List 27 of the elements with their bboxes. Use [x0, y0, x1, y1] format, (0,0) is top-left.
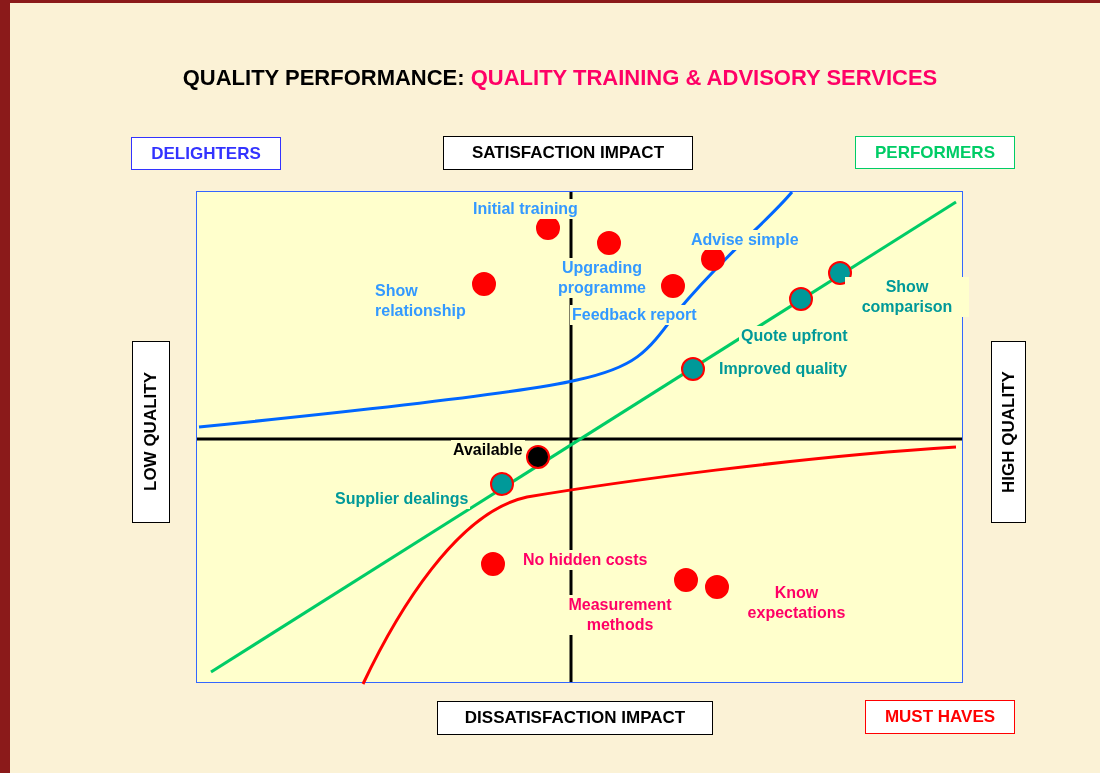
data-point [526, 445, 550, 469]
data-point [472, 272, 496, 296]
quadrant-label-box: SATISFACTION IMPACT [443, 136, 693, 170]
point-label: Show comparison [845, 277, 969, 317]
quadrant-label-box: DELIGHTERS [131, 137, 281, 170]
data-point [681, 357, 705, 381]
quadrant-label-box: MUST HAVES [865, 700, 1015, 734]
point-label: Initial training [471, 199, 580, 219]
data-point [705, 575, 729, 599]
data-point [828, 261, 852, 285]
chart-title: QUALITY PERFORMANCE: QUALITY TRAINING & ADVISORY SERVICES [181, 65, 939, 91]
data-point [481, 552, 505, 576]
data-point [490, 472, 514, 496]
data-point [661, 274, 685, 298]
point-label: No hidden costs [521, 550, 650, 570]
point-label: Supplier dealings [333, 489, 471, 509]
point-label: Advise simple [689, 230, 801, 250]
quadrant-label-box: DISSATISFACTION IMPACT [437, 701, 713, 735]
point-label: Improved quality [717, 359, 850, 379]
data-point [789, 287, 813, 311]
quadrant-label-box: PERFORMERS [855, 136, 1015, 169]
data-point [597, 231, 621, 255]
data-point [674, 568, 698, 592]
quadrant-label-box: LOW QUALITY [132, 341, 170, 523]
point-label: Feedback report [570, 305, 699, 325]
point-label: Quote upfront [739, 326, 850, 346]
quadrant-label-box: HIGH QUALITY [991, 341, 1026, 523]
